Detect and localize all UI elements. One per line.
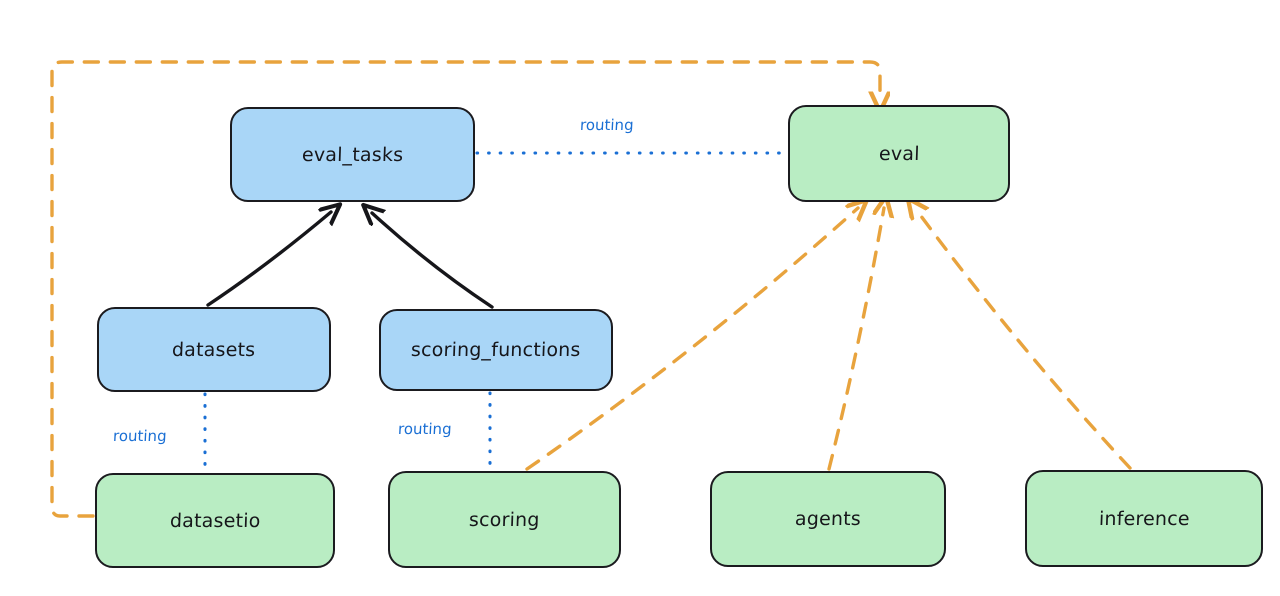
node-label: datasetio	[169, 509, 261, 532]
node-label: eval_tasks	[301, 143, 404, 166]
edge-datasetio-to-eval	[50, 60, 880, 518]
node-datasets[interactable]: datasets	[97, 307, 331, 392]
node-scoring-functions[interactable]: scoring_functions	[379, 309, 613, 391]
edge-label-routing-scoring-functions-scoring: routing	[397, 420, 453, 438]
node-scoring[interactable]: scoring	[388, 471, 621, 568]
edge-datasets-to-eval_tasks	[206, 212, 331, 307]
edge-agents-to-eval	[827, 208, 884, 471]
node-label: inference	[1098, 507, 1190, 530]
edge-scoring-to-eval	[525, 208, 858, 471]
node-label: scoring	[468, 508, 541, 531]
edge-label-routing-eval-tasks-eval: routing	[579, 116, 635, 134]
node-label: agents	[794, 508, 862, 530]
node-eval[interactable]: eval	[788, 105, 1010, 202]
node-datasetio[interactable]: datasetio	[95, 473, 335, 568]
node-agents[interactable]: agents	[710, 471, 946, 567]
node-inference[interactable]: inference	[1025, 470, 1263, 567]
node-eval-tasks[interactable]: eval_tasks	[230, 107, 475, 202]
edge-scoring_functions-to-eval_tasks	[372, 213, 494, 309]
node-label: eval	[878, 142, 920, 165]
edge-label-routing-datasets-datasetio: routing	[112, 427, 168, 445]
node-label: scoring_functions	[410, 339, 582, 361]
edge-inference-to-eval	[915, 208, 1132, 470]
node-label: datasets	[171, 338, 257, 361]
